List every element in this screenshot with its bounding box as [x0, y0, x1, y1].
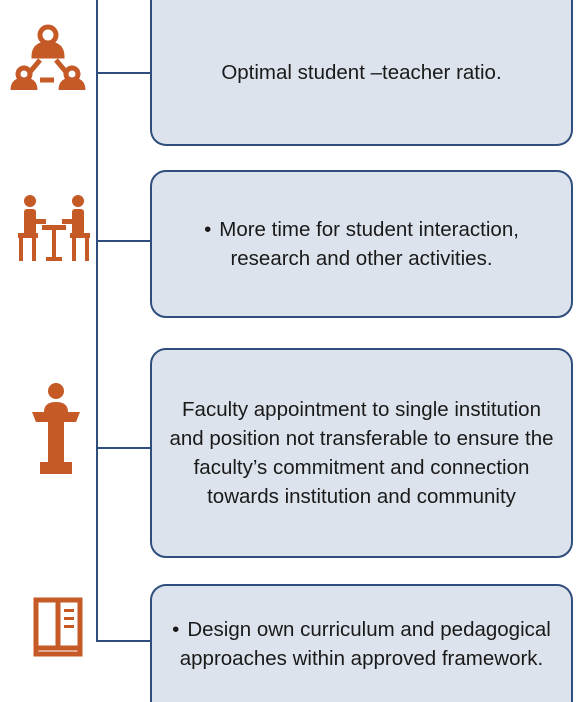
- meeting-table-icon: [18, 195, 90, 261]
- item-box-4: •Design own curriculum and pedagogical a…: [150, 584, 573, 702]
- item-bullet-2: •: [204, 218, 212, 241]
- item-box-3: Faculty appointment to single institutio…: [150, 348, 573, 558]
- lectern-speaker-icon: [32, 383, 80, 474]
- network-people-icon: [10, 24, 86, 91]
- timeline-spine: [96, 0, 98, 640]
- connector-1: [96, 72, 152, 74]
- connector-2: [96, 240, 152, 242]
- item-box-1: Optimal student –teacher ratio.: [150, 0, 573, 146]
- item-box-2: • More time for student interaction, rese…: [150, 170, 573, 318]
- item-text-4: Design own curriculum and pedagogical ap…: [179, 618, 551, 670]
- item-bullet-4: •: [172, 618, 180, 641]
- connector-4: [96, 640, 152, 642]
- item-text-3: Faculty appointment to single institutio…: [169, 398, 554, 508]
- item-text-1: Optimal student –teacher ratio.: [221, 60, 502, 84]
- connector-3: [96, 447, 152, 449]
- book-icon: [33, 597, 83, 657]
- item-text-2: More time for student interaction, resea…: [219, 218, 519, 270]
